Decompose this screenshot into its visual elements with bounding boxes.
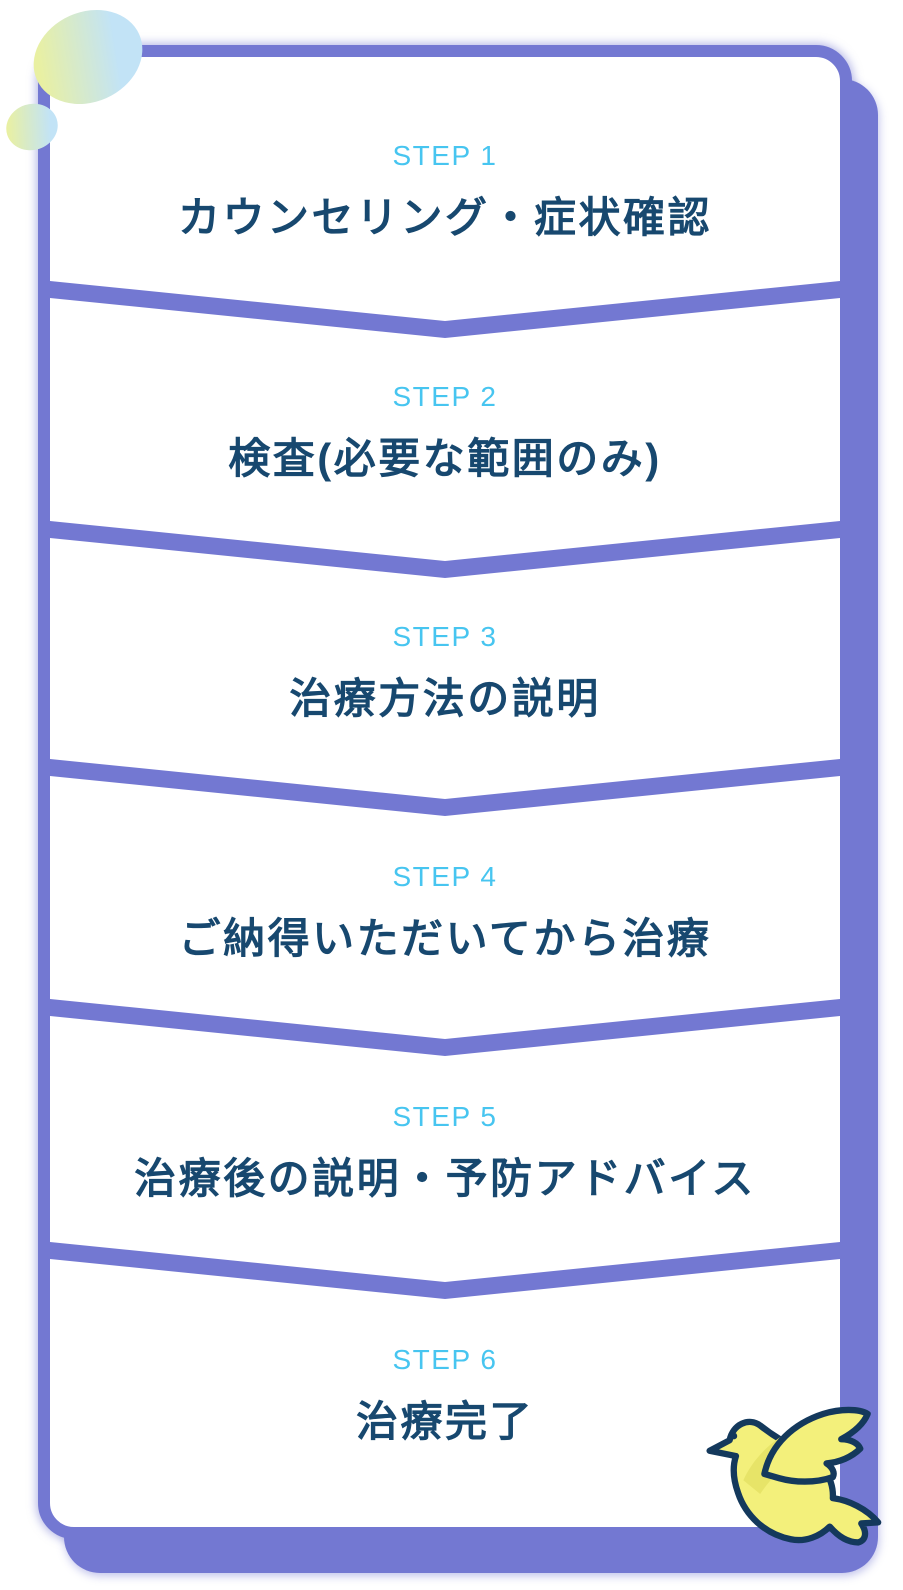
step-label: STEP 1 — [392, 140, 498, 171]
step-section: STEP 5 治療後の説明・予防アドバイス — [50, 1066, 840, 1242]
chevron-divider — [50, 1242, 840, 1299]
step-title: ご納得いただいてから治療 — [178, 914, 712, 962]
step-label: STEP 2 — [392, 380, 498, 412]
step-section: STEP 1 カウンセリング・症状確認 — [50, 57, 840, 305]
chevron-divider — [50, 999, 840, 1056]
step-label: STEP 3 — [392, 620, 498, 652]
dove-wing — [761, 1406, 871, 1485]
chevron-divider — [50, 759, 840, 816]
step-label: STEP 4 — [392, 860, 498, 892]
dove-illustration — [706, 1406, 882, 1546]
step-title: 治療方法の説明 — [289, 674, 601, 722]
step-title: 検査(必要な範囲のみ) — [228, 434, 662, 482]
flow-frame: STEP 1 カウンセリング・症状確認 STEP 2 検査(必要な範囲のみ) S… — [38, 45, 852, 1539]
step-section: STEP 4 ご納得いただいてから治療 — [50, 826, 840, 1001]
step-section: STEP 6 治療完了 — [50, 1307, 840, 1487]
chevron-divider — [50, 521, 840, 578]
step-title: カウンセリング・症状確認 — [177, 194, 712, 241]
step-title: 治療完了 — [355, 1398, 534, 1445]
step-section: STEP 3 治療方法の説明 — [50, 586, 840, 761]
chevron-divider — [50, 281, 840, 338]
step-label: STEP 6 — [392, 1344, 498, 1375]
step-label: STEP 5 — [392, 1101, 498, 1132]
step-section: STEP 2 検査(必要な範囲のみ) — [50, 346, 840, 521]
step-title: 治療後の説明・予防アドバイス — [134, 1155, 756, 1202]
dove-eye — [730, 1432, 738, 1440]
